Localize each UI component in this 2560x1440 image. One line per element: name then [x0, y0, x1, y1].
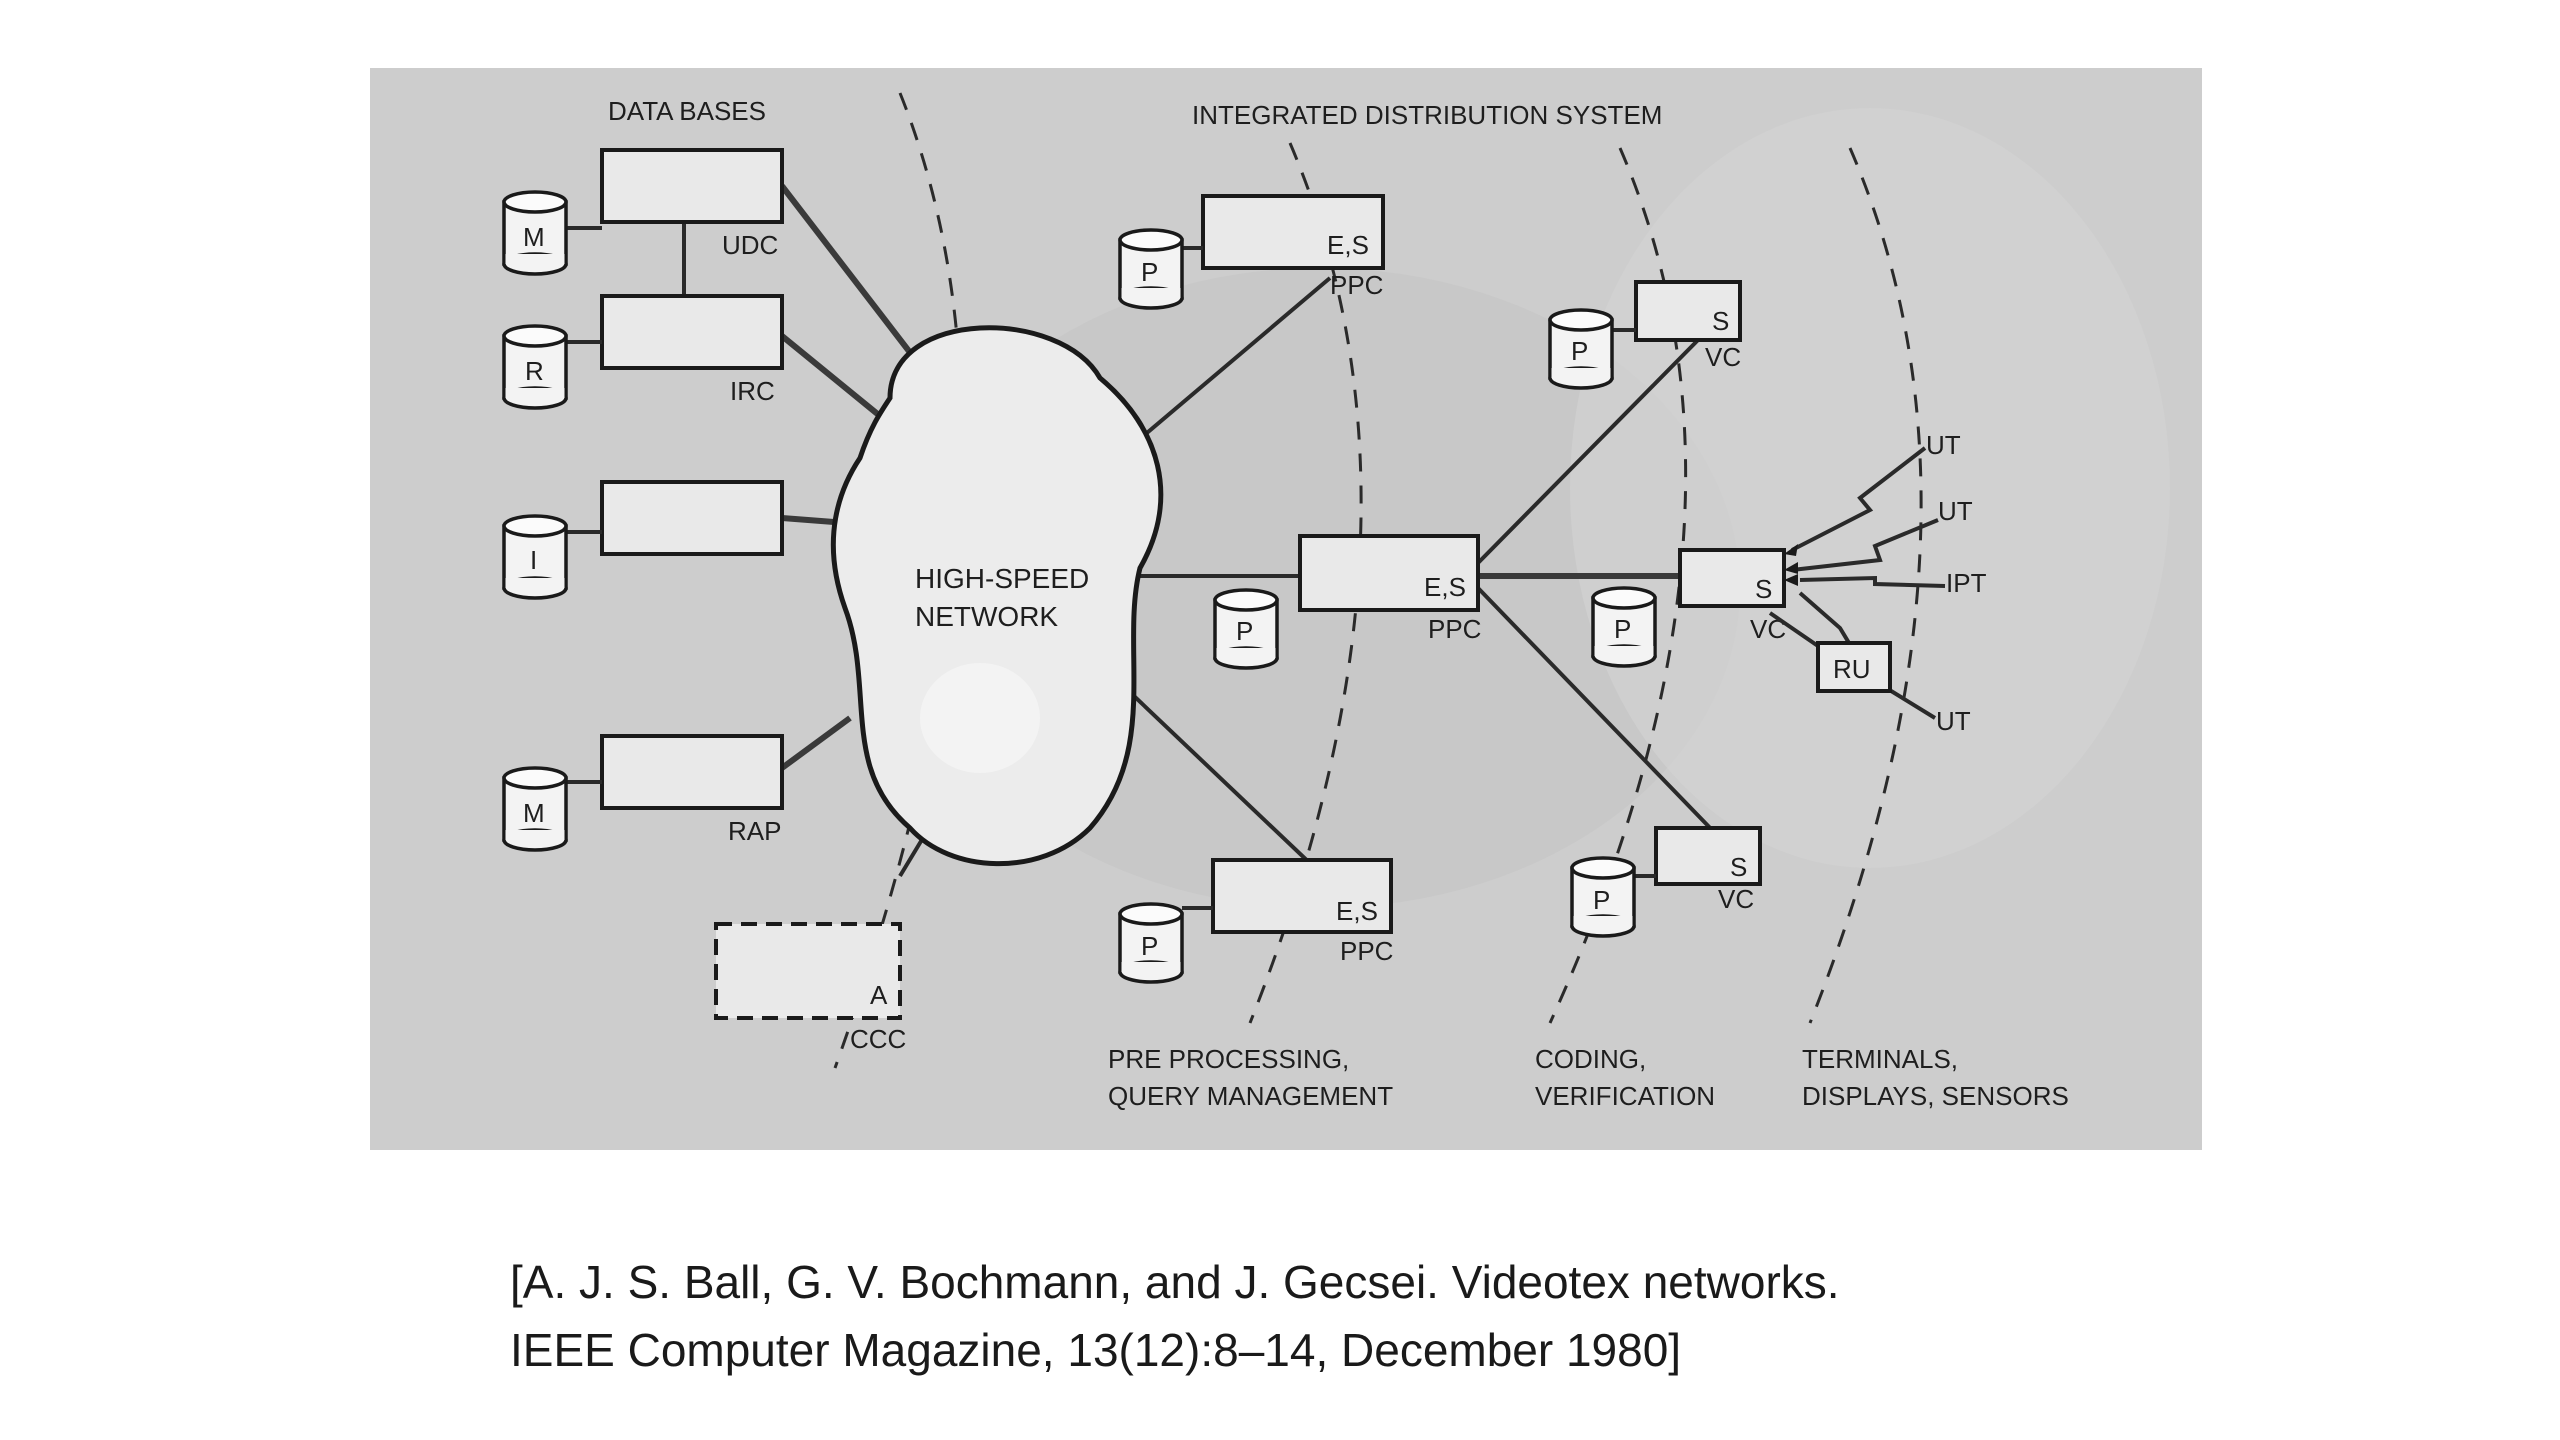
citation-caption: [A. J. S. Ball, G. V. Bochmann, and J. G… — [510, 1248, 1840, 1384]
cylinder-r-label: R — [525, 356, 544, 386]
node-ppc-middle: E,S PPC P — [1213, 534, 1481, 670]
arrowhead-icon — [1784, 544, 1798, 556]
irc-label: IRC — [730, 376, 775, 406]
high-speed-network-cloud — [830, 325, 1164, 867]
cylinder-p-ppc-top-label: P — [1141, 257, 1158, 287]
arrowhead-icon — [1784, 562, 1798, 574]
cylinder-m-1-label: M — [523, 222, 545, 252]
cylinder-p-vc-top: P — [1548, 308, 1614, 390]
node-udc: UDC M — [502, 148, 784, 276]
zone-label-terminals-2: DISPLAYS, SENSORS — [1802, 1081, 2069, 1111]
zone-label-pre-processing-2: QUERY MANAGEMENT — [1108, 1081, 1393, 1111]
ccc-inner-label: A — [870, 980, 888, 1010]
cylinder-p-ppc-middle-label: P — [1236, 616, 1253, 646]
vc-top-label: VC — [1705, 342, 1741, 372]
node-ccc: A CCC — [714, 922, 906, 1054]
ppc-top-label: PPC — [1330, 270, 1383, 300]
vc-top-inner: S — [1712, 306, 1729, 336]
arrowhead-icon — [1784, 574, 1798, 586]
rap-label: RAP — [728, 816, 781, 846]
ppc-bottom-label: PPC — [1340, 936, 1393, 966]
zone-label-terminals-1: TERMINALS, — [1802, 1044, 1958, 1074]
network-diagram: DATA BASES INTEGRATED DISTRIBUTION SYSTE… — [370, 68, 2202, 1150]
udc-label: UDC — [722, 230, 778, 260]
node-ppc-bottom: E,S PPC P — [1118, 858, 1393, 984]
terminal-ut-3: UT — [1936, 706, 1971, 736]
network-label-line1: HIGH-SPEED — [915, 563, 1089, 594]
network-label-line2: NETWORK — [915, 601, 1058, 632]
ru-label: RU — [1833, 654, 1871, 684]
ppc-bottom-inner: E,S — [1336, 896, 1378, 926]
node-ppc-top: E,S PPC P — [1118, 194, 1385, 310]
citation-line-1: [A. J. S. Ball, G. V. Bochmann, and J. G… — [510, 1256, 1840, 1308]
ppc-top-inner: E,S — [1327, 230, 1369, 260]
cylinder-r: R — [502, 324, 568, 410]
cylinder-p-vc-bottom-label: P — [1593, 885, 1610, 915]
cylinder-m-1: M — [502, 190, 568, 276]
cylinder-p-ppc-middle: P — [1213, 588, 1279, 670]
ccc-label: CCC — [850, 1024, 906, 1054]
zone-label-integrated-distribution: INTEGRATED DISTRIBUTION SYSTEM — [1192, 100, 1662, 130]
terminal-ut-1: UT — [1926, 430, 1961, 460]
vc-bottom-label: VC — [1718, 884, 1754, 914]
zone-label-coding-2: VERIFICATION — [1535, 1081, 1715, 1111]
zone-label-coding-1: CODING, — [1535, 1044, 1646, 1074]
vc-middle-inner: S — [1755, 574, 1772, 604]
cylinder-p-vc-middle-label: P — [1614, 614, 1631, 644]
cylinder-p-vc-top-label: P — [1571, 336, 1588, 366]
node-vc-middle: S VC P — [1591, 548, 1786, 668]
zone-label-pre-processing-1: PRE PROCESSING, — [1108, 1044, 1349, 1074]
cylinder-p-ppc-bottom-label: P — [1141, 931, 1158, 961]
cylinder-p-vc-middle: P — [1591, 586, 1657, 668]
citation-line-2: IEEE Computer Magazine, 13(12):8–14, Dec… — [510, 1324, 1682, 1376]
node-vc-top: S VC P — [1548, 280, 1742, 390]
zone-boundary-terminals — [1808, 147, 1923, 1024]
cloud-highlight — [920, 663, 1040, 773]
cylinder-m-2-label: M — [523, 798, 545, 828]
node-ru: RU — [1768, 611, 1892, 693]
node-database-i: I — [502, 480, 784, 600]
zone-label-data-bases: DATA BASES — [608, 96, 766, 126]
cylinder-i: I — [502, 514, 568, 600]
node-irc: IRC R — [502, 294, 784, 410]
node-vc-bottom: S VC P — [1570, 826, 1762, 938]
ppc-middle-label: PPC — [1428, 614, 1481, 644]
cylinder-p-ppc-bottom: P — [1118, 902, 1184, 984]
links-distribution — [1113, 276, 1717, 870]
vc-bottom-inner: S — [1730, 852, 1747, 882]
cylinder-p-vc-bottom: P — [1570, 856, 1636, 938]
ppc-middle-inner: E,S — [1424, 572, 1466, 602]
cylinder-i-label: I — [530, 545, 537, 575]
cylinder-p-ppc-top: P — [1118, 228, 1184, 310]
node-rap: RAP M — [502, 734, 784, 852]
cylinder-m-2: M — [502, 766, 568, 852]
terminal-ut-2: UT — [1938, 496, 1973, 526]
terminal-ipt: IPT — [1946, 568, 1987, 598]
